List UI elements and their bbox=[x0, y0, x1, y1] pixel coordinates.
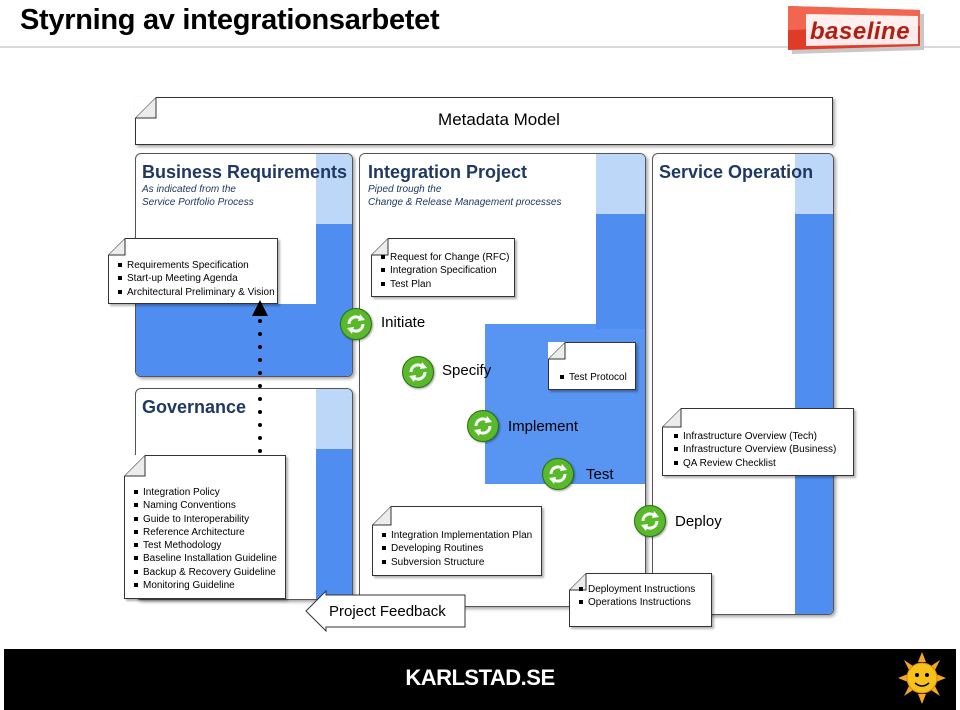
business-requirements-subtitle-1: As indicated from the bbox=[142, 184, 236, 195]
integration-project-subtitle-2: Change & Release Management processes bbox=[368, 197, 562, 208]
note-fold-icon bbox=[371, 238, 389, 256]
dot bbox=[258, 449, 262, 453]
baseline-logo-graphic bbox=[788, 6, 924, 54]
list-item: Test Plan bbox=[380, 278, 510, 291]
list-item: Test Protocol bbox=[559, 371, 627, 384]
list-item: Subversion Structure bbox=[381, 556, 532, 569]
list-item: Requirements Specification bbox=[117, 259, 275, 272]
footer-bar bbox=[4, 649, 956, 710]
dot bbox=[258, 423, 262, 427]
specify-cycle-icon bbox=[402, 356, 434, 388]
business-requirements-title: Business Requirements bbox=[142, 162, 348, 182]
list-item: Integration Policy bbox=[133, 486, 277, 499]
infrastructure-note: Infrastructure Overview (Tech) Infrastru… bbox=[662, 408, 854, 476]
dot bbox=[258, 436, 262, 440]
list-item: Guide to Interoperability bbox=[133, 513, 277, 526]
panel-band bbox=[136, 304, 352, 376]
list-item: Baseline Installation Guideline bbox=[133, 552, 277, 565]
stage-test: Test bbox=[586, 466, 614, 483]
note-fold-icon bbox=[548, 342, 566, 360]
deployment-note: Deployment Instructions Operations Instr… bbox=[569, 573, 712, 627]
list-item: QA Review Checklist bbox=[673, 457, 836, 470]
panel-stripe bbox=[596, 214, 645, 329]
baseline-logo: baseline bbox=[788, 6, 928, 56]
integration-project-subtitle-1: Piped trough the bbox=[368, 184, 442, 195]
note-fold-icon bbox=[108, 238, 126, 256]
dot bbox=[258, 319, 262, 323]
dot bbox=[258, 397, 262, 401]
list-item: Deployment Instructions bbox=[578, 583, 695, 596]
governance-title: Governance bbox=[142, 397, 247, 417]
arrow-left-icon bbox=[305, 590, 466, 632]
page-title: Styrning av integrationsarbetet bbox=[20, 4, 440, 36]
test-cycle-icon bbox=[542, 458, 574, 490]
stage-implement: Implement bbox=[508, 418, 579, 435]
note-fold-icon bbox=[372, 506, 392, 526]
footer-brand: KARLSTAD.SE bbox=[405, 665, 555, 690]
dot bbox=[258, 345, 262, 349]
deploy-cycle-icon bbox=[634, 505, 666, 537]
note-fold-icon bbox=[662, 408, 682, 428]
title-divider bbox=[0, 46, 960, 48]
business-requirements-subtitle-2: Service Portfolio Process bbox=[142, 197, 254, 208]
note-fold-icon bbox=[569, 573, 587, 591]
dot bbox=[258, 358, 262, 362]
test-protocol-note: Test Protocol bbox=[548, 342, 636, 390]
dot bbox=[258, 371, 262, 375]
sun-logo-icon bbox=[898, 652, 946, 704]
list-item: Developing Routines bbox=[381, 542, 532, 555]
list-item: Test Methodology bbox=[133, 539, 277, 552]
list-item: Monitoring Guideline bbox=[133, 579, 277, 592]
list-item: Reference Architecture bbox=[133, 526, 277, 539]
note-fold-icon bbox=[124, 455, 146, 477]
list-item: Naming Conventions bbox=[133, 499, 277, 512]
baseline-logo-text: baseline bbox=[810, 18, 911, 45]
initiate-cycle-icon bbox=[340, 308, 372, 340]
dot bbox=[258, 410, 262, 414]
implement-cycle-icon bbox=[467, 410, 499, 442]
stage-initiate: Initiate bbox=[381, 314, 426, 331]
integration-project-note: Request for Change (RFC) Integration Spe… bbox=[371, 238, 515, 297]
list-item: Architectural Preliminary & Vision bbox=[117, 286, 275, 299]
list-item: Integration Specification bbox=[380, 264, 510, 277]
dot bbox=[258, 384, 262, 388]
project-feedback-label: Project Feedback bbox=[329, 603, 446, 620]
metadata-model-box: Metadata Model bbox=[135, 97, 833, 145]
list-item: Infrastructure Overview (Tech) bbox=[673, 430, 836, 443]
dot bbox=[258, 332, 262, 336]
implementation-note: Integration Implementation Plan Developi… bbox=[372, 506, 542, 576]
project-feedback-arrow: Project Feedback bbox=[305, 590, 467, 632]
metadata-fold-icon bbox=[135, 97, 157, 119]
metadata-model-label: Metadata Model bbox=[438, 110, 560, 129]
stage-deploy: Deploy bbox=[675, 513, 722, 530]
list-item: Backup & Recovery Guideline bbox=[133, 566, 277, 579]
stage-specify: Specify bbox=[442, 362, 492, 379]
list-item: Start-up Meeting Agenda bbox=[117, 272, 275, 285]
governance-note: Integration Policy Naming Conventions Gu… bbox=[124, 455, 286, 599]
list-item: Infrastructure Overview (Business) bbox=[673, 443, 836, 456]
service-operation-title: Service Operation bbox=[659, 162, 814, 182]
arrow-up-icon bbox=[252, 300, 268, 316]
list-item: Request for Change (RFC) bbox=[380, 251, 510, 264]
service-operation-panel: Service Operation bbox=[652, 153, 834, 615]
list-item: Integration Implementation Plan bbox=[381, 529, 532, 542]
panel-stripe bbox=[316, 449, 352, 599]
list-item: Operations Instructions bbox=[578, 596, 695, 609]
business-requirements-note: Requirements Specification Start-up Meet… bbox=[108, 238, 278, 304]
integration-project-title: Integration Project bbox=[368, 162, 528, 182]
